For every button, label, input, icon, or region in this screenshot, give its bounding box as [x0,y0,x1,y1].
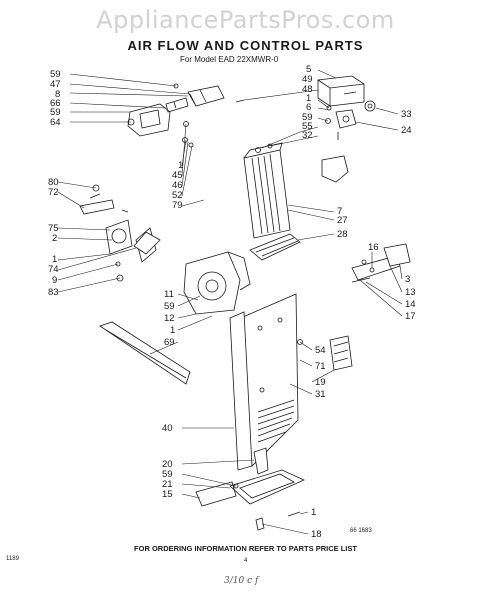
callout-label: 27 [337,215,348,226]
callout-label: 59 [164,301,175,312]
ordering-footer: FOR ORDERING INFORMATION REFER TO PARTS … [134,544,357,553]
callout-label: 59 [302,112,313,123]
callout-label: 1 [178,160,183,171]
callout-label: 45 [172,170,183,181]
callout-label: 16 [368,242,379,253]
control-box-part [235,75,376,140]
callout-label: 14 [405,299,416,310]
callout-label: 33 [401,109,412,120]
callout-label: 1 [306,93,311,104]
callout-label: 18 [311,529,322,540]
callout-label: 2 [52,233,57,244]
callout-label: 24 [401,125,412,136]
callout-label: 46 [172,180,183,191]
callout-label: 5 [306,64,311,75]
callout-label: 40 [162,423,173,434]
damper-housing-part [127,83,225,148]
callout-label: 15 [162,489,173,500]
callout-label: 1 [170,325,175,336]
callout-label: 52 [172,190,183,201]
callout-label: 72 [48,187,59,198]
callout-label: 79 [172,200,183,211]
callout-label: 49 [302,74,313,85]
callout-label: 64 [50,117,61,128]
handwritten-note: 3/10 c f [224,576,259,586]
callout-label: 59 [162,469,173,480]
drain-pan-part [195,447,305,531]
model-subtitle: For Model EAD 22XMWR-0 [180,55,279,64]
callout-label: 54 [315,345,326,356]
callout-label: 19 [315,377,326,388]
callout-label: 55 [302,121,313,132]
callout-label: 17 [405,311,416,322]
callout-label: 59 [50,107,61,118]
fan-motor-part [79,184,161,282]
callout-numbers: 59 47 8 66 59 64 5 49 48 1 6 59 55 32 33… [48,64,416,540]
callout-label: 59 [50,69,61,80]
callout-label: 48 [302,84,313,95]
callout-label: 11 [164,289,174,300]
diagram-title: AIR FLOW AND CONTROL PARTS [127,38,364,53]
callout-label: 6 [306,102,311,113]
callout-label: 80 [48,177,59,188]
callout-label: 8 [55,89,60,100]
fan-shroud-part [183,251,251,315]
air-duct-part [243,142,349,239]
callout-label: 32 [302,130,313,141]
callout-label: 3 [405,274,410,285]
page-mark: 4 [244,558,248,564]
callout-label: 1 [52,254,57,265]
diagram-code: 66 1683 [350,528,372,534]
callout-label: 71 [315,361,326,372]
duct-tray-part [249,233,301,261]
callout-label: 7 [337,206,342,217]
callout-label: 1 [311,507,316,518]
callout-label: 75 [48,223,59,234]
callout-label: 47 [50,79,61,90]
rear-panel-part [229,293,353,471]
callout-label: 31 [315,389,326,400]
callout-label: 21 [162,479,173,490]
callout-label: 12 [164,313,175,324]
callout-label: 13 [405,287,416,298]
trim-strip-part [99,321,191,385]
callout-label: 9 [52,275,57,286]
callout-label: 69 [164,337,175,348]
callout-label: 66 [50,98,61,109]
callout-label: 83 [48,287,59,298]
document-code: 1189 [6,556,19,562]
callout-label: 74 [48,264,59,275]
callout-label: 28 [337,229,348,240]
callout-label: 20 [162,459,173,470]
watermark: AppliancePartsPros.com [96,6,395,34]
